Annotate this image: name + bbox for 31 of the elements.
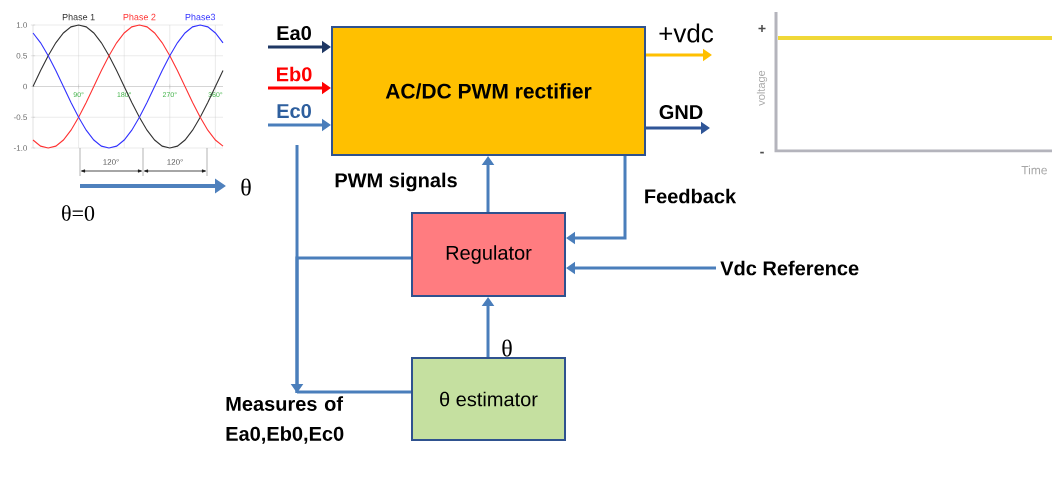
edge-label: Ec0 [277, 103, 311, 119]
estimator-box: θ estimator [411, 357, 566, 441]
angle-label: θ=0 [62, 205, 95, 221]
series-label: Phase3 [185, 13, 216, 21]
angle-label: θ [241, 178, 251, 196]
y-tick-label: -1.0 [13, 145, 28, 151]
axis-label: Time [1021, 165, 1047, 175]
process-box: AC/DC PWM rectifier [331, 26, 646, 156]
edge-label: θ [502, 339, 512, 357]
edge-label: GND [659, 104, 703, 120]
axis-label: - [760, 151, 764, 154]
series-label: Phase 1 [62, 13, 95, 21]
regulator-box: Regulator [411, 212, 566, 297]
axis-label: + [758, 24, 766, 32]
y-tick-label: 0 [23, 83, 28, 90]
edge-label: +vdc [659, 23, 714, 43]
axis-label: voltage [756, 70, 768, 106]
edge-label: Ea0 [277, 25, 311, 41]
y-tick-label: 0.5 [16, 52, 27, 59]
arrow [566, 156, 627, 245]
edge-label: PWM signals [335, 172, 457, 192]
edge-label: Feedback [645, 188, 737, 204]
dimension-label: 120° [103, 159, 119, 165]
input-label: Vdc Reference [720, 260, 859, 276]
series-label: Phase 2 [123, 13, 156, 21]
line-series [32, 24, 224, 149]
dimension-label: 120° [167, 159, 183, 165]
y-tick-label: 1.0 [16, 22, 28, 28]
edge-label: Eb0 [277, 66, 312, 82]
y-tick-label: -0.5 [13, 114, 27, 121]
measurement-label: Measures of Ea0,Eb0,Ec0 [226, 396, 344, 444]
